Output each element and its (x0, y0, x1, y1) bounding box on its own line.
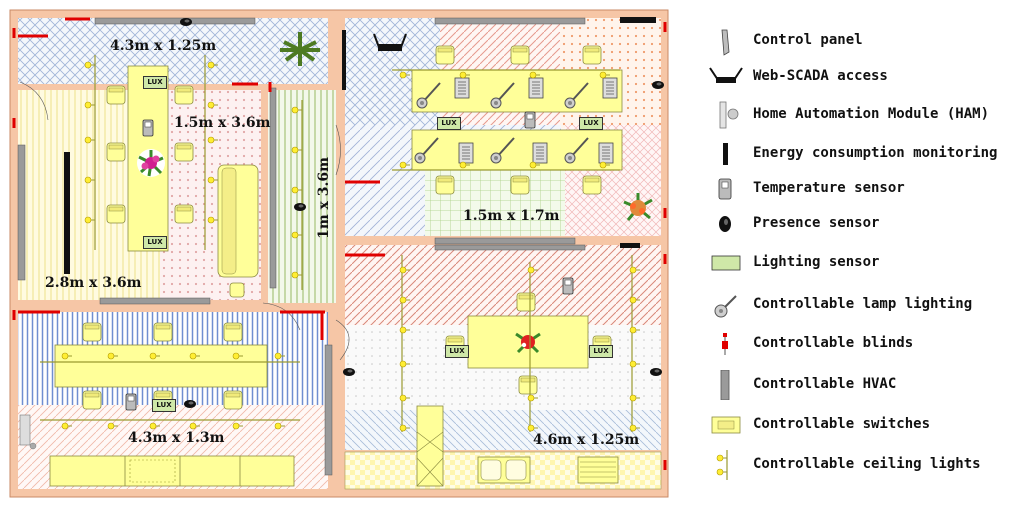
legend-item-blinds: Controllable blinds (700, 329, 1020, 359)
switch-icon (711, 416, 741, 434)
table-office-left (54, 344, 268, 388)
room-label-top-hall: 4.3m x 1.25m (110, 38, 217, 54)
legend-item-lighting-sensor: Lighting sensor (700, 248, 1020, 278)
legend-item-control-panel: Control panel (700, 26, 1020, 56)
ham-icon (719, 101, 739, 129)
lux-sensor: LUX (437, 117, 461, 130)
legend-item-presence: Presence sensor (700, 209, 1020, 239)
lux-sensor: LUX (445, 345, 469, 358)
room-top-hall (18, 18, 328, 84)
room-label-corridor: 1m x 3.6m (315, 157, 332, 239)
control-panel-icon (721, 29, 730, 56)
legend-item-ham: Home Automation Module (HAM) (700, 100, 1020, 130)
plant-top-hall (280, 32, 320, 66)
room-label-meeting: 2.8m x 3.6m (45, 275, 142, 291)
desk-row-1 (411, 69, 623, 113)
legend-item-switch: Controllable switches (700, 410, 1020, 440)
lux-sensor: LUX (579, 117, 603, 130)
lux-sensor: LUX (589, 345, 613, 358)
legend-item-lamp: Controllable lamp lighting (700, 290, 1020, 320)
room-label-kitchen: 4.6m x 1.25m (533, 432, 640, 448)
hvac-top-left (94, 17, 256, 25)
lamp-icon (714, 295, 737, 318)
legend-item-ceiling-lights: Controllable ceiling lights (700, 450, 1020, 480)
lux-sensor: LUX (143, 76, 167, 89)
lux-sensor: LUX (152, 399, 176, 412)
energy-monitor-icon (723, 143, 728, 165)
legend-item-temperature: Temperature sensor (700, 174, 1020, 204)
lighting-sensor-icon (711, 255, 741, 271)
desk-row-2 (411, 129, 623, 171)
presence-sensor-icon (719, 216, 731, 232)
room-label-meeting-width: 1.5m x 3.6m (174, 115, 271, 131)
router-device (373, 33, 407, 51)
room-kitchen (345, 245, 661, 325)
counter-left (49, 455, 295, 487)
room-label-office-right: 1.5m x 1.7m (463, 208, 560, 224)
web-scada-icon (709, 67, 743, 83)
legend-item-web-scada: Web-SCADA access (700, 62, 1020, 92)
room-label-office-left: 4.3m x 1.3m (128, 430, 225, 446)
blinds-icon (722, 333, 728, 355)
ceiling-light-icon (716, 450, 728, 480)
temperature-sensor-icon (718, 178, 732, 200)
legend-item-energy: Energy consumption monitoring (700, 139, 1020, 169)
plant-office-right (623, 193, 653, 221)
lux-sensor: LUX (143, 236, 167, 249)
hvac-icon (720, 370, 730, 400)
legend-item-hvac: Controllable HVAC (700, 370, 1020, 400)
plant-kitchen (515, 332, 541, 354)
